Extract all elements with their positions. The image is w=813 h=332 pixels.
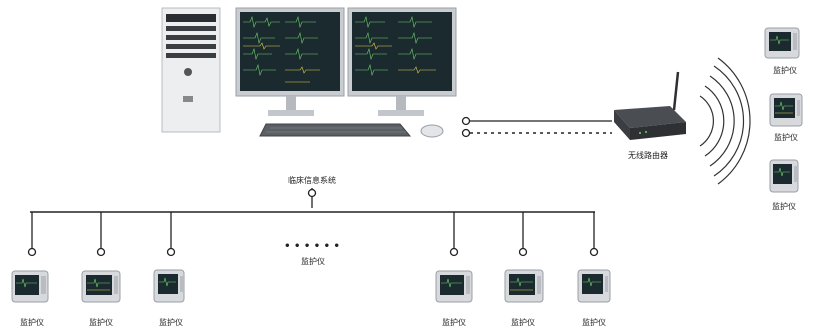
central-workstation bbox=[161, 7, 457, 138]
wired-monitor-label-1: 监护仪 bbox=[20, 317, 44, 327]
wired-monitor-label-3: 监护仪 bbox=[159, 317, 183, 327]
wireless-monitor-label-2: 监护仪 bbox=[774, 132, 798, 142]
display-left bbox=[235, 7, 345, 116]
bus-drops bbox=[27, 212, 599, 257]
wired-monitor-label-5: 监护仪 bbox=[511, 317, 535, 327]
wireless-monitor-1 bbox=[764, 27, 800, 59]
wireless-monitor-2 bbox=[769, 93, 803, 127]
station-bus-node bbox=[307, 188, 317, 198]
wireless-monitor-label-3: 监护仪 bbox=[772, 201, 796, 211]
router-label: 无线路由器 bbox=[628, 150, 668, 160]
wired-monitor-label-2: 监护仪 bbox=[89, 317, 113, 327]
pc-tower bbox=[161, 7, 221, 133]
wireless-monitor-label-1: 监护仪 bbox=[773, 65, 797, 75]
wired-monitor-label-6: 监护仪 bbox=[582, 317, 606, 327]
wireless-monitor-3 bbox=[769, 159, 799, 193]
wired-monitor-4 bbox=[435, 270, 473, 303]
bus-label: 监护仪 bbox=[301, 256, 325, 266]
wired-monitor-1 bbox=[11, 270, 49, 303]
mouse bbox=[420, 124, 444, 138]
wired-monitor-2 bbox=[81, 270, 121, 303]
wireless-signal-icon bbox=[699, 57, 751, 185]
wireless-router bbox=[614, 71, 686, 140]
central-station-label: 临床信息系统 bbox=[288, 175, 336, 185]
keyboard bbox=[259, 123, 412, 137]
wired-monitor-3 bbox=[153, 269, 185, 303]
router-link bbox=[461, 116, 612, 138]
display-right bbox=[347, 7, 457, 116]
wired-monitor-label-4: 监护仪 bbox=[442, 317, 466, 327]
wired-monitor-6 bbox=[577, 269, 611, 303]
bus-ellipsis: • • • • • • bbox=[284, 241, 340, 252]
wired-monitor-5 bbox=[504, 269, 544, 303]
